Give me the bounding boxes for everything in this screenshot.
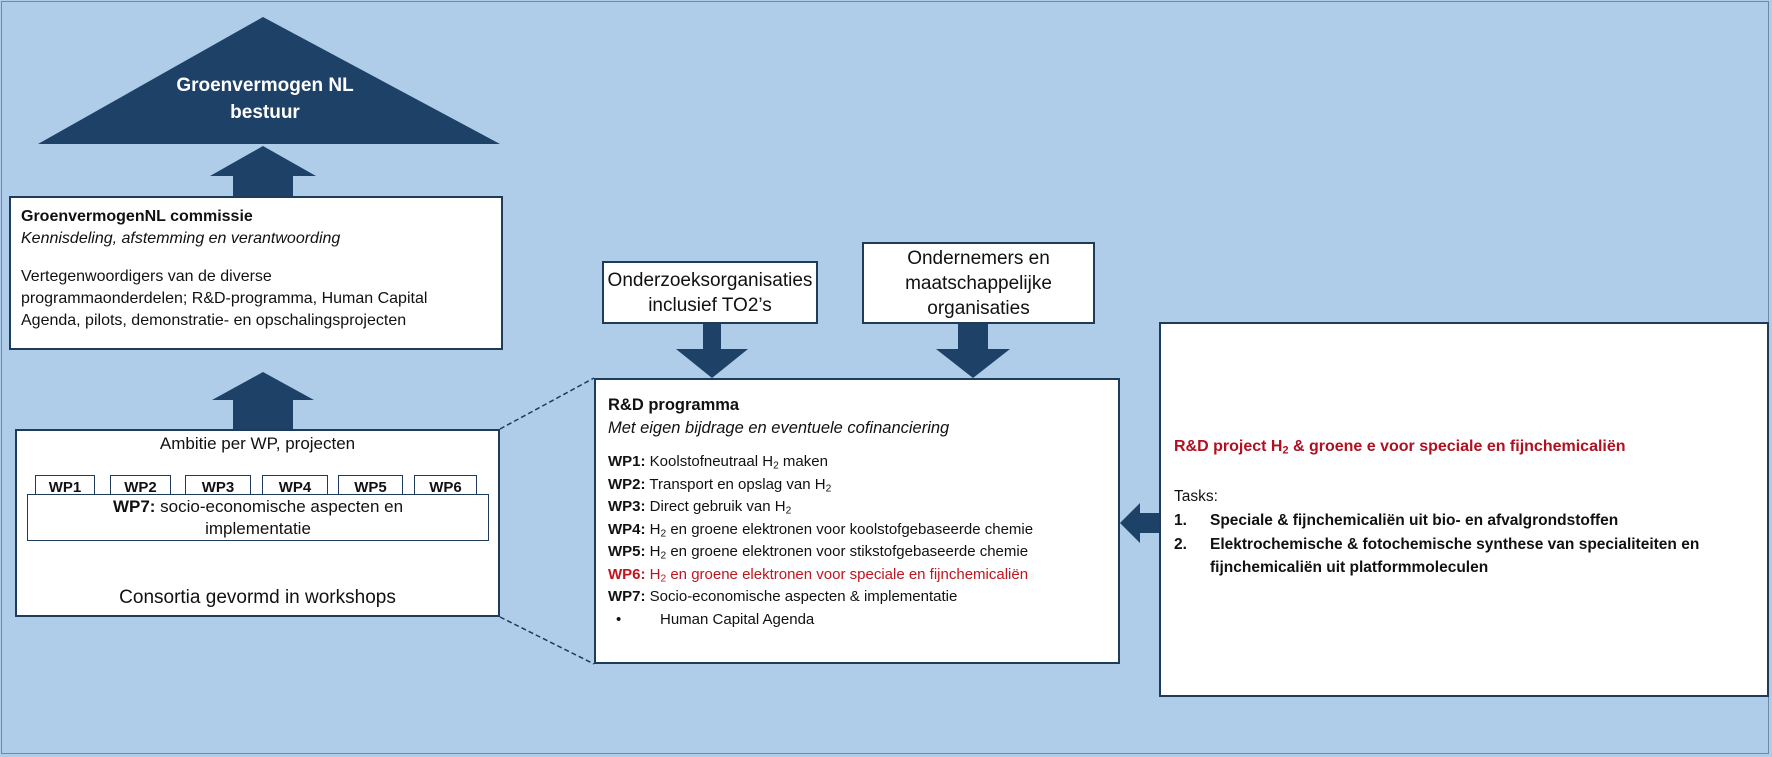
title-post: & groene e voor speciale en fijnchemical…	[1288, 438, 1626, 455]
item-label: WP1:	[608, 453, 646, 470]
rd-item-wp2: WP2: Transport en opslag van H2	[608, 474, 1106, 497]
item-sub: 2	[660, 528, 667, 540]
task1-text: Speciale & fijnchemicaliën uit bio- en a…	[1210, 512, 1619, 529]
onderzoek-line2: inclusief TO2’s	[648, 295, 772, 316]
task2-text-line1: Elektrochemische & fotochemische synthes…	[1210, 536, 1700, 553]
onderzoek-box: Onderzoeksorganisaties inclusief TO2’s	[602, 261, 818, 324]
wp7-line2: implementatie	[205, 519, 311, 538]
spacer	[608, 439, 1106, 451]
rd-item-wp1: WP1: Koolstofneutraal H2 maken	[608, 451, 1106, 474]
rd-programma-title: R&D programma	[608, 396, 740, 414]
commissie-title: GroenvermogenNL commissie	[21, 208, 253, 225]
item-sub: 2	[660, 550, 667, 562]
item-label: WP3:	[608, 498, 646, 515]
item-text: H	[645, 565, 661, 583]
ondernemers-box: Ondernemers en maatschappelijke organisa…	[862, 242, 1095, 324]
wp7-card: WP7: socio-economische aspecten en imple…	[27, 494, 489, 541]
zoom-line-top	[499, 377, 595, 430]
wp7-label: WP7:	[112, 497, 156, 516]
task2-number: 2.	[1174, 536, 1187, 553]
item-text: Direct gebruik van H	[645, 498, 786, 515]
ambitie-footer: Consortia gevormd in workshops	[119, 587, 396, 608]
rd-item-wp4: WP4: H2 en groene elektronen voor koolst…	[608, 519, 1106, 542]
spacer	[21, 250, 491, 266]
bestuur-line2: bestuur	[230, 102, 300, 123]
down-arrow-ondernemers	[936, 324, 1010, 378]
tasks-label: Tasks:	[1174, 488, 1218, 505]
commissie-subtitle: Kennisdeling, afstemming en verantwoordi…	[21, 230, 341, 247]
rd-item-wp3: WP3: Direct gebruik van H2	[608, 496, 1106, 519]
item-text-post: en groene elektronen voor koolstofgebase…	[666, 520, 1034, 538]
item-label: WP6:	[608, 565, 646, 583]
item-text: H	[645, 543, 661, 560]
rd-project-title: R&D project H2 & groene e voor speciale …	[1174, 438, 1626, 456]
down-arrow-onderzoek	[676, 324, 748, 378]
bestuur-label: Groenvermogen NL bestuur	[160, 72, 370, 126]
item-text: H	[645, 520, 661, 538]
commissie-desc-line3: Agenda, pilots, demonstratie- en opschal…	[21, 312, 407, 329]
up-arrow-top	[210, 146, 316, 196]
rd-programma-box: R&D programma Met eigen bijdrage en even…	[594, 378, 1120, 664]
item-sub: 2	[785, 505, 792, 517]
item-text-post: en groene elektronen voor stikstofgebase…	[666, 543, 1029, 560]
ambitie-title: Ambitie per WP, projecten	[159, 434, 356, 453]
left-arrow-project	[1120, 503, 1159, 543]
item-text: Socio-economische aspecten & implementat…	[645, 588, 958, 605]
commissie-desc-line1: Vertegenwoordigers van de diverse	[21, 268, 272, 285]
item-text: Transport en opslag van H	[645, 475, 826, 493]
item-sub: 2	[660, 573, 667, 585]
item-label: WP5:	[608, 543, 646, 560]
ondernemers-line1: Ondernemers en	[907, 248, 1050, 269]
rd-item-wp7: WP7: Socio-economische aspecten & implem…	[608, 586, 1106, 609]
item-text-post: en groene elektronen voor speciale en fi…	[666, 565, 1029, 583]
hca-text: Human Capital Agenda	[660, 610, 815, 628]
item-label: WP2:	[608, 475, 646, 493]
item-sub: 2	[825, 483, 832, 495]
wp7-text1: socio-economische aspecten en	[155, 497, 404, 516]
wp7-line1: WP7: socio-economische aspecten en	[28, 496, 488, 518]
item-text-post: maken	[778, 453, 828, 470]
ambitie-box: Ambitie per WP, projecten WP1 WP2 WP3 WP…	[15, 429, 500, 617]
rd-programma-subtitle: Met eigen bijdrage en eventuele cofinanc…	[608, 418, 950, 437]
rd-project-box: R&D project H2 & groene e voor speciale …	[1159, 322, 1769, 697]
task1-number: 1.	[1174, 512, 1187, 529]
rd-item-wp6: WP6: H2 en groene elektronen voor specia…	[608, 564, 1106, 587]
rd-item-hca: • Human Capital Agenda	[608, 609, 1106, 632]
item-sub: 2	[773, 460, 779, 472]
bullet-icon: •	[616, 610, 622, 628]
item-label: WP4:	[608, 520, 646, 538]
title-sub: 2	[1282, 444, 1289, 457]
task2-text-line2: fijnchemicaliën uit platformmoleculen	[1210, 559, 1489, 576]
bestuur-roof	[38, 17, 500, 144]
onderzoek-line1: Onderzoeksorganisaties	[607, 270, 813, 291]
up-arrow-bottom	[212, 372, 314, 429]
title-pre: R&D project H	[1174, 438, 1283, 455]
item-text: Koolstofneutraal H	[645, 453, 774, 470]
rd-item-wp5: WP5: H2 en groene elektronen voor stikst…	[608, 541, 1106, 564]
bestuur-line1: Groenvermogen NL	[176, 75, 354, 96]
ondernemers-line3: organisaties	[927, 298, 1030, 319]
item-label: WP7:	[608, 588, 646, 605]
commissie-box: GroenvermogenNL commissie Kennisdeling, …	[9, 196, 503, 350]
commissie-desc-line2: programmaonderdelen; R&D-programma, Huma…	[21, 290, 428, 307]
zoom-line-bottom	[499, 616, 595, 665]
ondernemers-line2: maatschappelijke	[905, 273, 1052, 294]
